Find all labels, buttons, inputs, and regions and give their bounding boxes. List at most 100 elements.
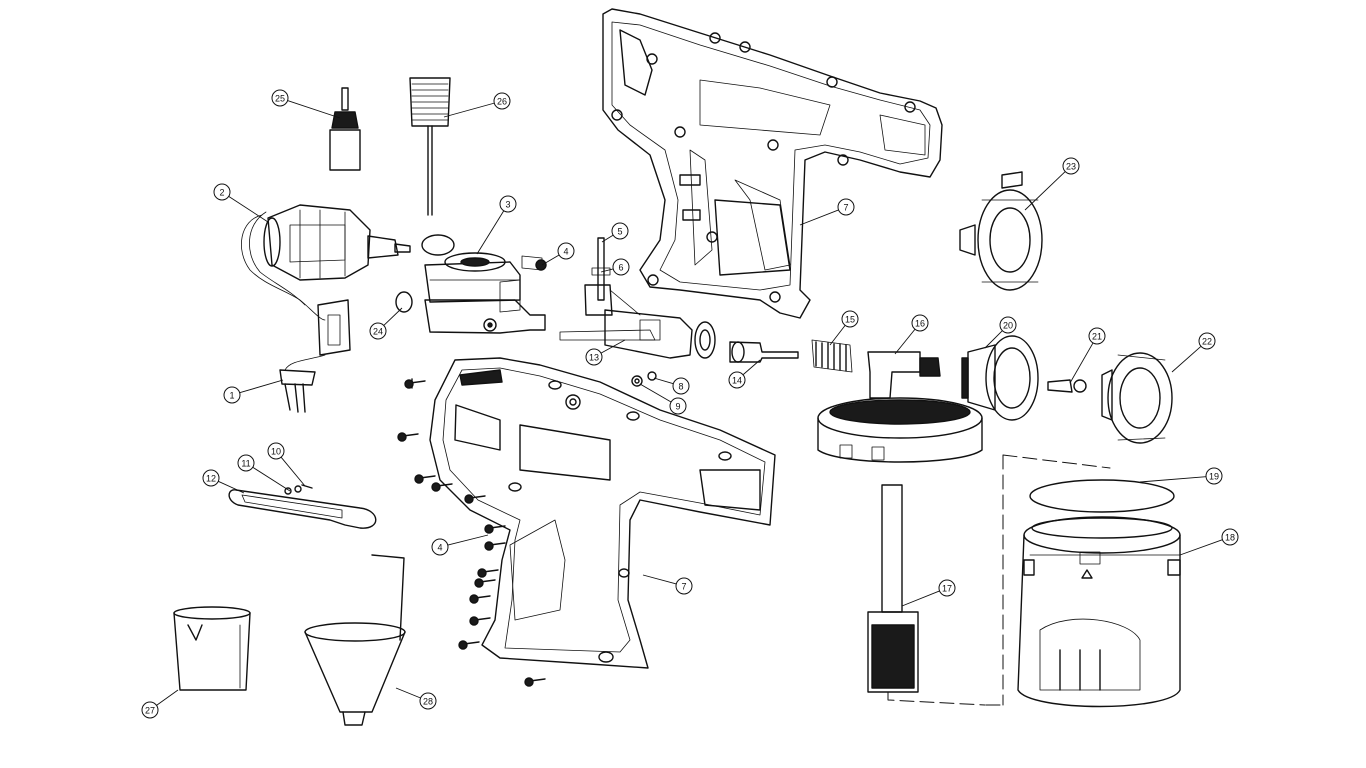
leader-line-c6 bbox=[600, 268, 614, 273]
leader-line-c8 bbox=[653, 377, 674, 385]
leader-line-c4b bbox=[447, 534, 489, 546]
callout-c16: 16 bbox=[911, 314, 929, 332]
callout-c26: 26 bbox=[493, 92, 511, 110]
measuring-cup bbox=[173, 606, 251, 691]
leader-line-c7a bbox=[799, 209, 839, 226]
callout-c24: 24 bbox=[369, 322, 387, 340]
leader-line-c4a bbox=[541, 254, 560, 266]
callout-number: 17 bbox=[942, 584, 952, 594]
suction-tube-connector-lid bbox=[817, 351, 983, 463]
callout-circle bbox=[1198, 332, 1216, 350]
callout-circle bbox=[669, 397, 687, 415]
leader-line-c24 bbox=[383, 307, 403, 326]
callout-circle bbox=[999, 316, 1017, 334]
callout-circle bbox=[672, 377, 690, 395]
callout-c4b: 4 bbox=[431, 538, 449, 556]
callout-number: 20 bbox=[1003, 321, 1013, 331]
callout-c13: 13 bbox=[585, 348, 603, 366]
leader-line-c26 bbox=[443, 102, 495, 118]
leader-line-c19 bbox=[1139, 476, 1207, 483]
leader-line-c21 bbox=[1069, 342, 1094, 384]
callout-c18: 18 bbox=[1221, 528, 1239, 546]
callout-circle bbox=[267, 442, 285, 460]
callout-circle bbox=[612, 258, 630, 276]
callout-number: 10 bbox=[271, 447, 281, 457]
callout-circle bbox=[1062, 157, 1080, 175]
small-fittings bbox=[395, 255, 657, 387]
leader-line-c28 bbox=[395, 687, 421, 699]
callout-circle bbox=[202, 469, 220, 487]
callout-circle bbox=[237, 454, 255, 472]
spray-tip-large bbox=[959, 171, 1043, 291]
callout-circle bbox=[1221, 528, 1239, 546]
callout-circle bbox=[141, 701, 159, 719]
callout-number: 19 bbox=[1209, 472, 1219, 482]
callout-circle bbox=[585, 348, 603, 366]
leader-line-c23 bbox=[1024, 171, 1066, 211]
callout-number: 28 bbox=[423, 697, 433, 707]
callout-number: 23 bbox=[1066, 162, 1076, 172]
callout-circle bbox=[841, 310, 859, 328]
callout-c1: 1 bbox=[223, 386, 241, 404]
suction-tube-filter bbox=[867, 484, 986, 706]
leader-line-c9 bbox=[639, 383, 672, 403]
callout-number: 9 bbox=[675, 402, 680, 412]
leader-line-c2 bbox=[228, 195, 269, 223]
callout-c15: 15 bbox=[841, 310, 859, 328]
motor-with-wiring bbox=[241, 204, 411, 413]
paint-container bbox=[1017, 479, 1181, 708]
callout-number: 2 bbox=[219, 188, 224, 198]
leader-line-c27 bbox=[156, 689, 179, 706]
callout-circle bbox=[223, 386, 241, 404]
leader-line-c15 bbox=[829, 325, 846, 346]
leader-line-c18 bbox=[1179, 539, 1223, 556]
leader-line-c17 bbox=[901, 590, 940, 607]
leader-line-c5 bbox=[601, 234, 614, 243]
callout-c8: 8 bbox=[672, 377, 690, 395]
trigger-lever bbox=[228, 484, 377, 529]
callout-number: 26 bbox=[497, 97, 507, 107]
leader-line-c10 bbox=[280, 456, 306, 487]
callout-circle bbox=[1088, 327, 1106, 345]
leader-line-c3 bbox=[476, 210, 505, 255]
callout-number: 22 bbox=[1202, 337, 1212, 347]
callout-c6: 6 bbox=[612, 258, 630, 276]
left-housing-half bbox=[429, 357, 776, 669]
callout-circle bbox=[369, 322, 387, 340]
leader-lines bbox=[156, 100, 1223, 706]
callout-c20: 20 bbox=[999, 316, 1017, 334]
callout-c5: 5 bbox=[611, 222, 629, 240]
spray-tip bbox=[1047, 352, 1173, 444]
callout-number: 5 bbox=[617, 227, 622, 237]
callout-number: 4 bbox=[437, 543, 442, 553]
callout-c4a: 4 bbox=[557, 242, 575, 260]
callout-number: 7 bbox=[681, 582, 686, 592]
callout-c2: 2 bbox=[213, 183, 231, 201]
housing-screws bbox=[397, 378, 546, 687]
leader-line-c22 bbox=[1171, 345, 1202, 373]
callout-c10: 10 bbox=[267, 442, 285, 460]
leader-line-c20 bbox=[984, 330, 1003, 349]
callout-number: 13 bbox=[589, 353, 599, 363]
oil-bottle bbox=[329, 87, 361, 171]
pump-housing bbox=[421, 234, 546, 334]
callout-circle bbox=[431, 538, 449, 556]
callout-number: 6 bbox=[618, 263, 623, 273]
leader-line-c7b bbox=[642, 574, 677, 585]
trigger-valve-assembly bbox=[559, 237, 716, 359]
callout-circle bbox=[938, 579, 956, 597]
callout-c12: 12 bbox=[202, 469, 220, 487]
callout-number: 7 bbox=[843, 203, 848, 213]
callout-number: 25 bbox=[275, 94, 285, 104]
right-housing-half bbox=[602, 8, 943, 319]
callout-c25: 25 bbox=[271, 89, 289, 107]
viscosity-cup bbox=[409, 77, 451, 216]
container-outline-dashed bbox=[984, 454, 1111, 706]
callout-c7b: 7 bbox=[675, 577, 693, 595]
callout-circle bbox=[499, 195, 517, 213]
leader-line-c13 bbox=[600, 339, 626, 354]
callout-circle bbox=[837, 198, 855, 216]
callout-number: 16 bbox=[915, 319, 925, 329]
